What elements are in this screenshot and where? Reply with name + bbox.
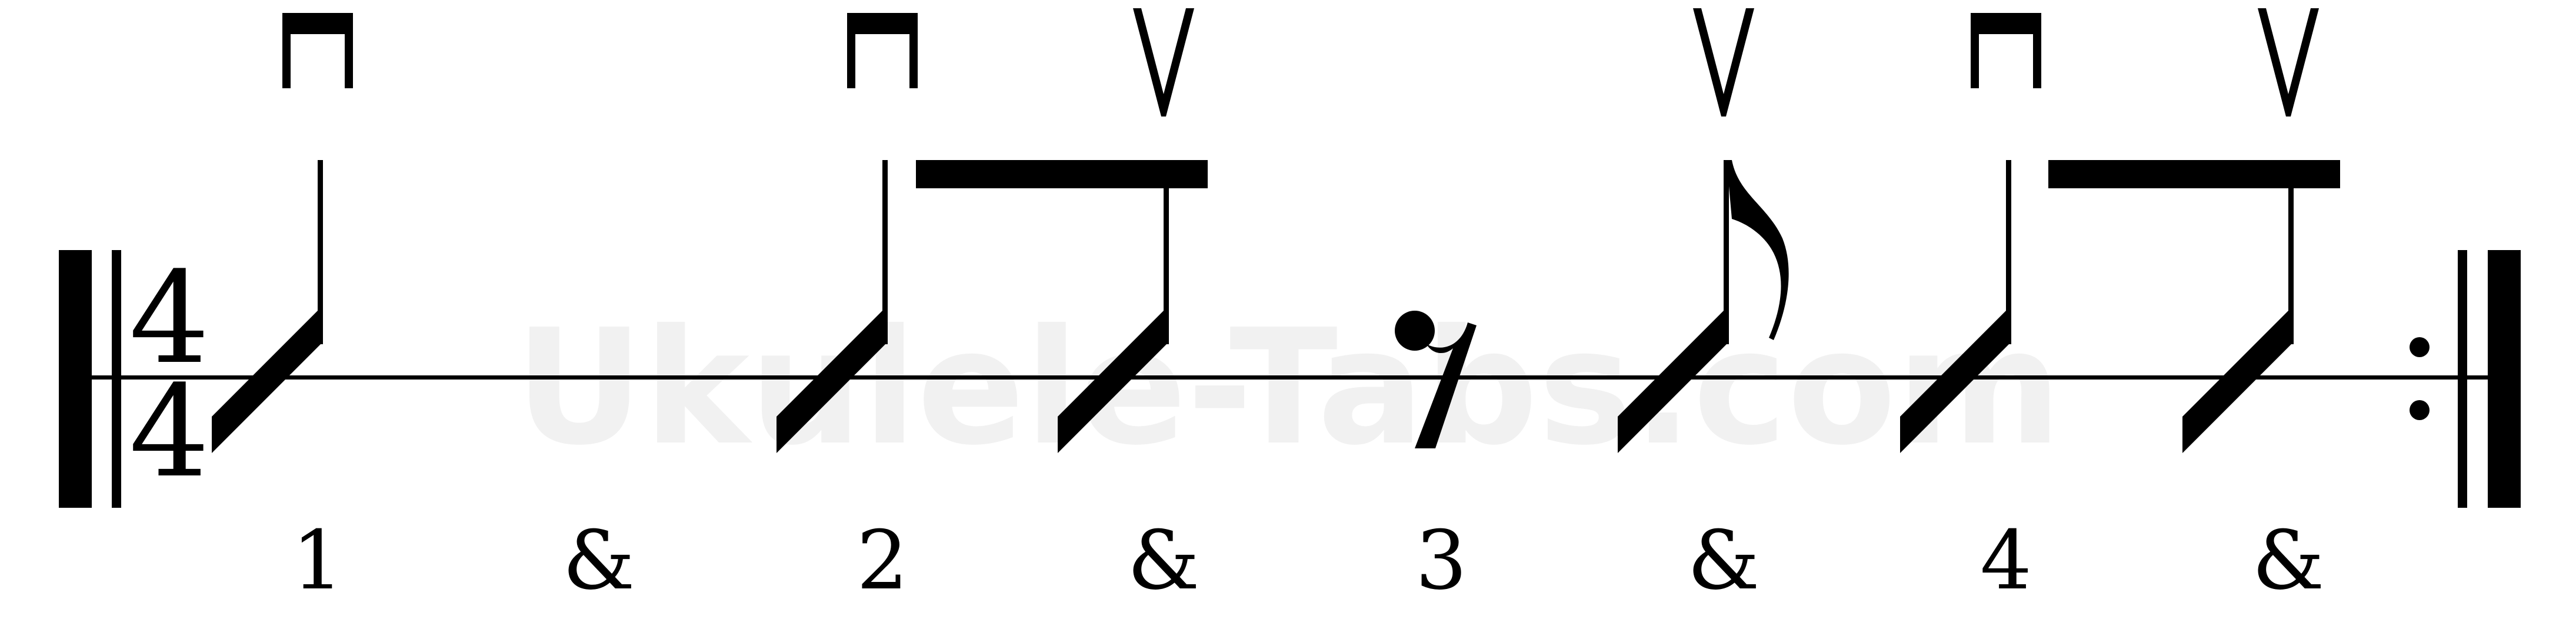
eighth-rest-icon bbox=[1395, 311, 1477, 448]
slash-notehead bbox=[1618, 306, 1728, 453]
note-stem bbox=[2288, 160, 2294, 344]
beam-beat-2 bbox=[916, 160, 1208, 188]
beam-beat-4 bbox=[2048, 160, 2340, 188]
time-signature-bottom: 4 bbox=[129, 358, 210, 505]
staff-line bbox=[88, 375, 2494, 380]
beams bbox=[916, 160, 2340, 188]
beat-count: 4 bbox=[1980, 513, 2032, 608]
note-stem bbox=[318, 160, 323, 344]
slash-notehead bbox=[777, 306, 887, 453]
eighth-flag-icon bbox=[1727, 160, 1789, 340]
slash-notehead bbox=[2182, 306, 2293, 453]
end-thin-barline bbox=[2458, 250, 2467, 508]
start-thin-barline bbox=[112, 250, 121, 508]
slash-notehead bbox=[1900, 306, 2011, 453]
time-signature-top: 4 bbox=[129, 244, 210, 392]
stroke-markings bbox=[282, 8, 2319, 117]
start-thick-barline bbox=[59, 250, 92, 508]
slash-notehead bbox=[1058, 306, 1168, 453]
beat-count: & bbox=[563, 513, 635, 608]
slash-notehead bbox=[212, 306, 322, 453]
up-bow-icon bbox=[1133, 8, 1194, 117]
up-bow-icon bbox=[1693, 8, 1754, 117]
down-bow-icon bbox=[282, 13, 353, 88]
watermark-text: Ukulele-Tabs.com bbox=[515, 295, 2062, 480]
note-stem bbox=[1164, 160, 1169, 344]
note-stem bbox=[1724, 160, 1729, 344]
beat-count: 3 bbox=[1415, 513, 1467, 608]
down-bow-icon bbox=[1971, 13, 2041, 88]
time-signature: 4 4 bbox=[129, 244, 210, 505]
beat-count: 1 bbox=[292, 513, 344, 608]
repeat-dot-lower bbox=[2410, 400, 2430, 420]
end-thick-barline bbox=[2488, 250, 2521, 508]
up-bow-icon bbox=[2258, 8, 2319, 117]
down-bow-icon bbox=[847, 13, 918, 88]
beat-counts: 1 & 2 & 3 & 4 & bbox=[292, 513, 2324, 608]
note-stem bbox=[882, 160, 888, 344]
end-repeat bbox=[2410, 250, 2521, 508]
beat-count: & bbox=[1688, 513, 1760, 608]
repeat-dot-upper bbox=[2410, 337, 2430, 357]
rhythm-notes bbox=[212, 160, 2294, 453]
beat-count: 2 bbox=[857, 513, 908, 608]
beat-count: & bbox=[2252, 513, 2325, 608]
beat-count: & bbox=[1128, 513, 1200, 608]
note-stem bbox=[2006, 160, 2011, 344]
